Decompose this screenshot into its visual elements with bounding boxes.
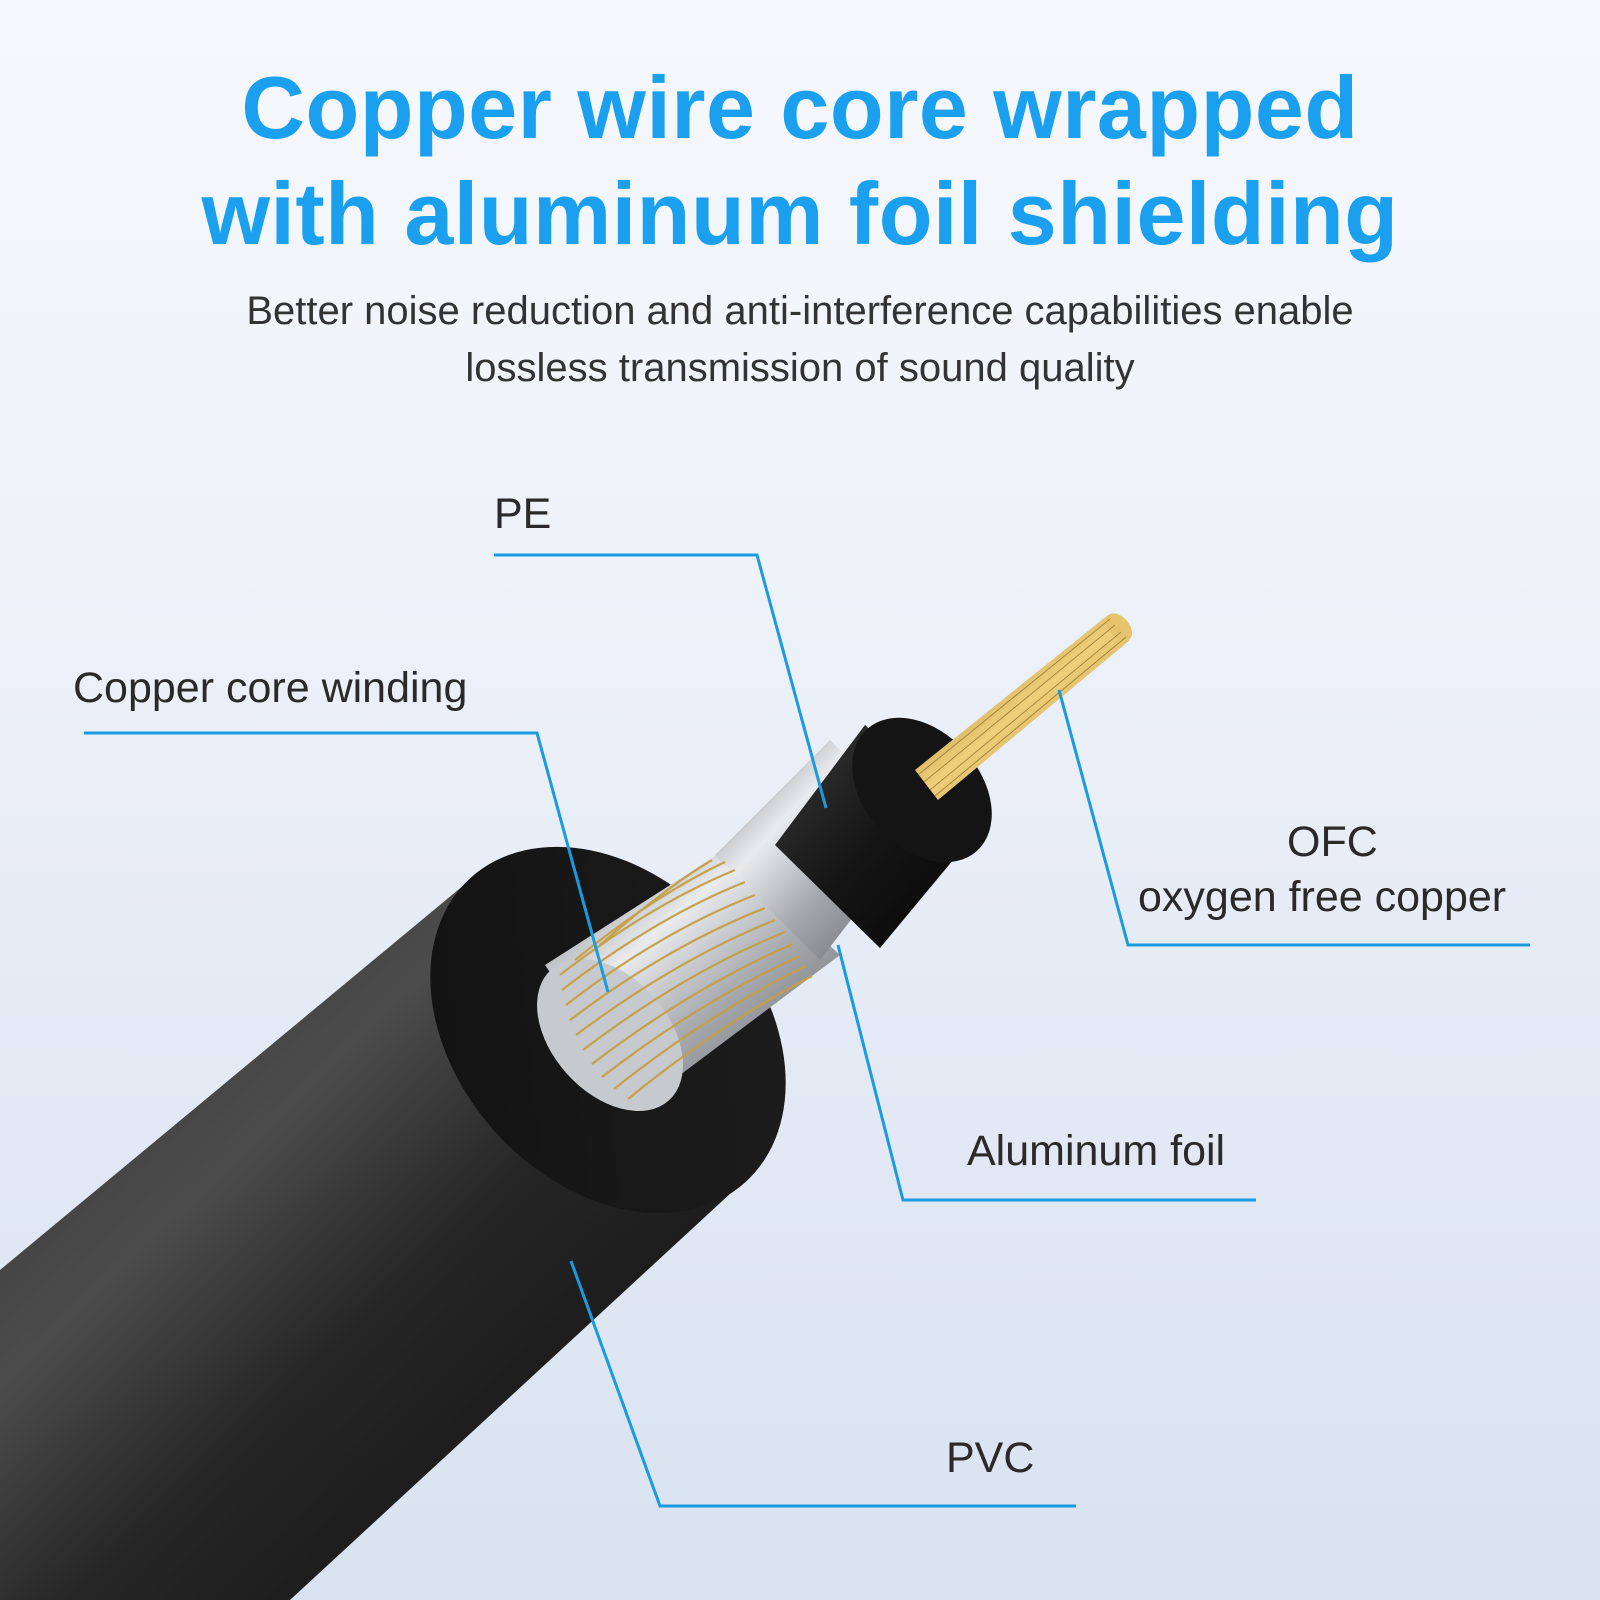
subtitle-line-2: lossless transmission of sound quality: [465, 346, 1135, 390]
label-ofc: OFC: [1287, 818, 1378, 866]
aluminum-foil-leader-line: [836, 944, 1256, 1202]
label-ofc-sub: oxygen free copper: [1138, 873, 1507, 921]
ofc-copper-conductor: [915, 613, 1133, 800]
subtitle-line-1: Better noise reduction and anti-interfer…: [246, 289, 1354, 333]
label-copper-core-winding: Copper core winding: [73, 664, 468, 712]
label-pvc: PVC: [946, 1434, 1035, 1482]
page-title: Copper wire core wrapped with aluminum f…: [0, 55, 1600, 267]
title-line-2: with aluminum foil shielding: [201, 164, 1399, 263]
pe-leader-line: [494, 553, 828, 809]
title-line-1: Copper wire core wrapped: [241, 58, 1359, 157]
copper-winding-strands: [559, 859, 813, 1100]
pvc-leader-line: [569, 1260, 1076, 1508]
ofc-leader-line: [1057, 689, 1530, 947]
copper-winding-leader-line: [84, 731, 610, 993]
label-aluminum-foil: Aluminum foil: [967, 1127, 1226, 1175]
label-pe: PE: [494, 490, 552, 538]
page-subtitle: Better noise reduction and anti-interfer…: [0, 283, 1600, 397]
